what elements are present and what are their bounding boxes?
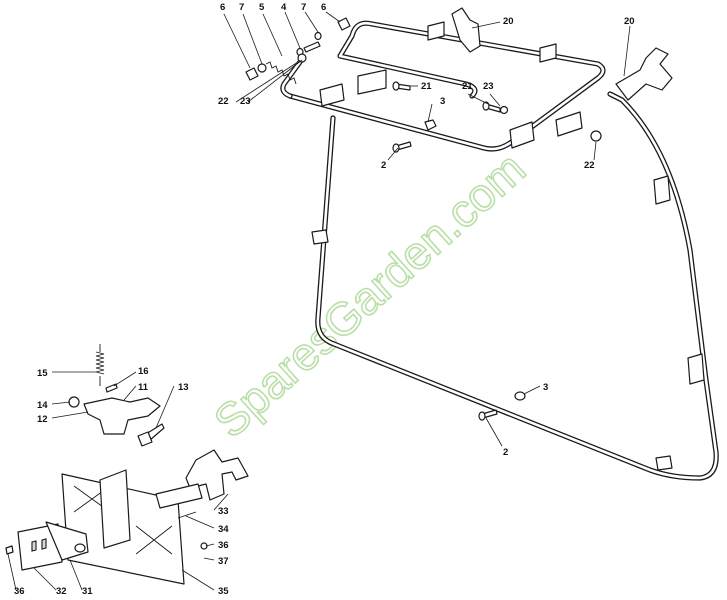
callout-5: 5 bbox=[259, 2, 265, 13]
callout-15: 15 bbox=[37, 368, 48, 379]
callout-14: 14 bbox=[37, 400, 48, 411]
callout-16: 16 bbox=[138, 366, 149, 377]
callout-21: 21 bbox=[421, 81, 432, 92]
leader-lines bbox=[7, 11, 631, 591]
callout-20: 20 bbox=[503, 16, 514, 27]
callout-23: 23 bbox=[483, 81, 494, 92]
callout-23: 23 bbox=[240, 96, 251, 107]
callout-11: 11 bbox=[138, 382, 149, 393]
callout-22: 22 bbox=[584, 160, 595, 171]
callout-21: 21 bbox=[462, 81, 473, 92]
callout-37: 37 bbox=[218, 556, 229, 567]
callout-36: 36 bbox=[218, 540, 229, 551]
callout-31: 31 bbox=[82, 586, 93, 597]
callout-2: 2 bbox=[503, 447, 508, 458]
callout-20: 20 bbox=[624, 16, 635, 27]
lever-assembly bbox=[68, 344, 165, 447]
callout-7: 7 bbox=[239, 2, 244, 13]
callout-2: 2 bbox=[381, 160, 386, 171]
frame-assembly bbox=[280, 7, 719, 481]
fasteners bbox=[392, 81, 602, 421]
callout-35: 35 bbox=[218, 586, 229, 597]
callout-34: 34 bbox=[218, 524, 229, 535]
plate-assembly bbox=[5, 449, 249, 585]
spring-assembly bbox=[245, 17, 351, 85]
callout-13: 13 bbox=[178, 382, 189, 393]
callout-3: 3 bbox=[543, 382, 548, 393]
callout-32: 32 bbox=[56, 586, 67, 597]
callout-12: 12 bbox=[37, 414, 48, 425]
callout-33: 33 bbox=[218, 506, 229, 517]
callout-6: 6 bbox=[321, 2, 326, 13]
callout-4: 4 bbox=[281, 2, 287, 13]
callout-3: 3 bbox=[440, 96, 445, 107]
callout-36: 36 bbox=[14, 586, 25, 597]
callout-labels: 6 7 5 4 7 6 20 20 22 23 21 21 23 3 2 22 … bbox=[14, 2, 635, 597]
callout-7: 7 bbox=[301, 2, 306, 13]
callout-6: 6 bbox=[220, 2, 225, 13]
callout-22: 22 bbox=[218, 96, 229, 107]
